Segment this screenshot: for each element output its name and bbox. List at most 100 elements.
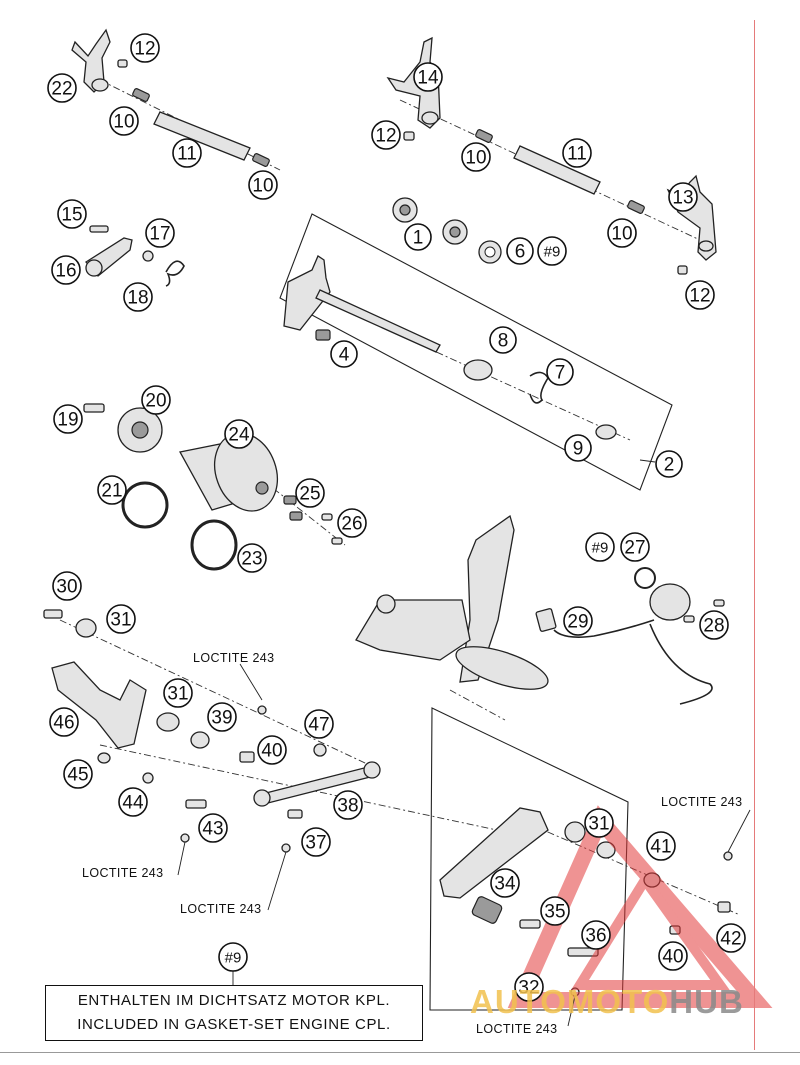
callout-circle [413,62,443,92]
callout-number: 36 [585,926,606,947]
callout-number: #9 [544,244,561,261]
callout-9: 9 [564,434,592,462]
callout-18: 18 [123,282,153,312]
callout-number: 22 [51,79,72,100]
callout-circle [658,941,688,971]
callout-circle [198,813,228,843]
callout-circle [218,942,248,972]
callout-circle [337,508,367,538]
callout-13: 13 [668,182,698,212]
spring-18 [165,260,185,287]
callout-circle [57,199,87,229]
callout-circle [224,419,254,449]
callout-47: 47 [304,709,334,739]
pin-35 [519,919,541,929]
callout-2: 2 [655,450,683,478]
callout-circle [461,142,491,172]
shift-shaft-frame [279,213,673,491]
callout-circle [490,868,520,898]
callout-36: 36 [581,920,611,950]
pin-26 [321,513,333,521]
callout-1: 1 [404,223,432,251]
callout-circle [685,280,715,310]
gasket-set-note: ENTHALTEN IM DICHTSATZ MOTOR KPL. INCLUD… [45,985,423,1041]
callout-circle [172,138,202,168]
loctite-label: LOCTITE 243 [193,651,275,665]
callout-number: 12 [134,39,155,60]
callout-circle [237,543,267,573]
leader-line [727,809,751,853]
callout-46: 46 [49,707,79,737]
washer-44 [142,772,154,784]
callout-circle [106,604,136,634]
callout-14: 14 [413,62,443,92]
callout-number: 43 [202,819,223,840]
callout-circle [163,678,193,708]
nut-40 [239,751,255,763]
callout-number: 10 [465,148,486,169]
callout-number: 28 [703,616,724,637]
shift-shaft-2 [283,255,441,353]
callout-number: 45 [67,765,88,786]
callout-circle [295,478,325,508]
callout-circle [248,170,278,200]
callout-26: 26 [337,508,367,538]
leader-line [567,995,576,1027]
callout-40: 40 [658,941,688,971]
callout-27: 27 [620,532,650,562]
callout-circle [145,218,175,248]
callout-45: 45 [63,759,93,789]
callout-number: 17 [149,224,170,245]
callout-42: 42 [716,923,746,953]
screw-28 [713,599,725,607]
callout-circle [130,33,160,63]
screw-15 [89,225,109,233]
loctite-label: LOCTITE 243 [661,795,743,809]
page-bottom-rule [0,1052,800,1053]
callout-number: 21 [101,481,122,502]
callout-28: 28 [699,610,729,640]
callout-circle [330,340,358,368]
callout-number: 41 [650,837,671,858]
screw-28b [683,615,695,623]
callout-circle [655,450,683,478]
callout-circle [141,385,171,415]
callout-7: 7 [546,358,574,386]
leader-line [267,851,287,911]
callout-19: 19 [53,404,83,434]
callout-circle [97,475,127,505]
callout-number: 14 [417,68,439,89]
callout-number: 12 [689,286,710,307]
spring-25b [289,511,303,521]
callout-number: 26 [341,514,362,535]
callout-8: 8 [489,326,517,354]
callout-number: 15 [61,205,82,226]
callout-number: 10 [611,224,632,245]
watermark-part1: AUTOMOTO [470,983,670,1020]
axis-line [519,819,741,916]
sleeve-17 [142,250,154,262]
screw-19 [83,403,105,413]
callout-circle [63,759,93,789]
callout-16: 16 [51,255,81,285]
callout-32: 32 [514,972,544,1002]
callout-circle [514,972,544,1002]
washer-39 [190,731,210,749]
callout-circle [53,404,83,434]
washer-41 [596,841,616,859]
callout-22: 22 [47,73,77,103]
leader-line [177,841,186,876]
pin-12b [403,131,415,141]
callout-circle [646,831,676,861]
callout-number: 29 [567,612,588,633]
callout-number: 40 [662,947,683,968]
callout-10: 10 [109,106,139,136]
ring-8 [463,359,493,381]
callout-number: 4 [339,345,350,366]
callout-number: 12 [375,126,396,147]
callout-43: 43 [198,813,228,843]
spring-10b [252,153,270,167]
callout-number: 13 [672,188,693,209]
spring-7 [529,371,549,404]
